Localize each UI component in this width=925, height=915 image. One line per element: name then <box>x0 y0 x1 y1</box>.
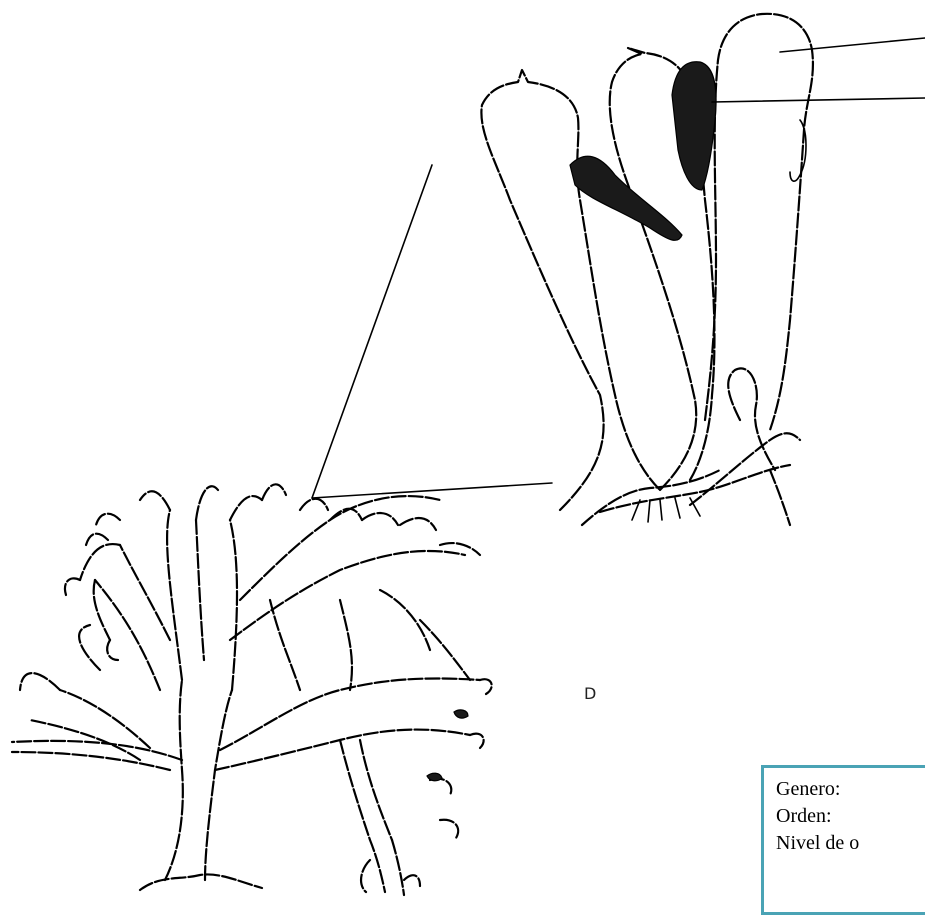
identification-box: Genero: Orden: Nivel de o <box>761 765 925 915</box>
magnified-branch-detail <box>481 14 925 525</box>
orden-field: Orden: <box>776 803 925 830</box>
genero-field: Genero: <box>776 776 925 803</box>
nivel-label: Nivel de o <box>776 832 859 854</box>
genero-label: Genero: <box>776 778 840 800</box>
figure-label: D <box>584 684 596 703</box>
nivel-field: Nivel de o <box>776 830 925 857</box>
whole-thallus <box>12 484 492 895</box>
orden-label: Orden: <box>776 805 832 827</box>
